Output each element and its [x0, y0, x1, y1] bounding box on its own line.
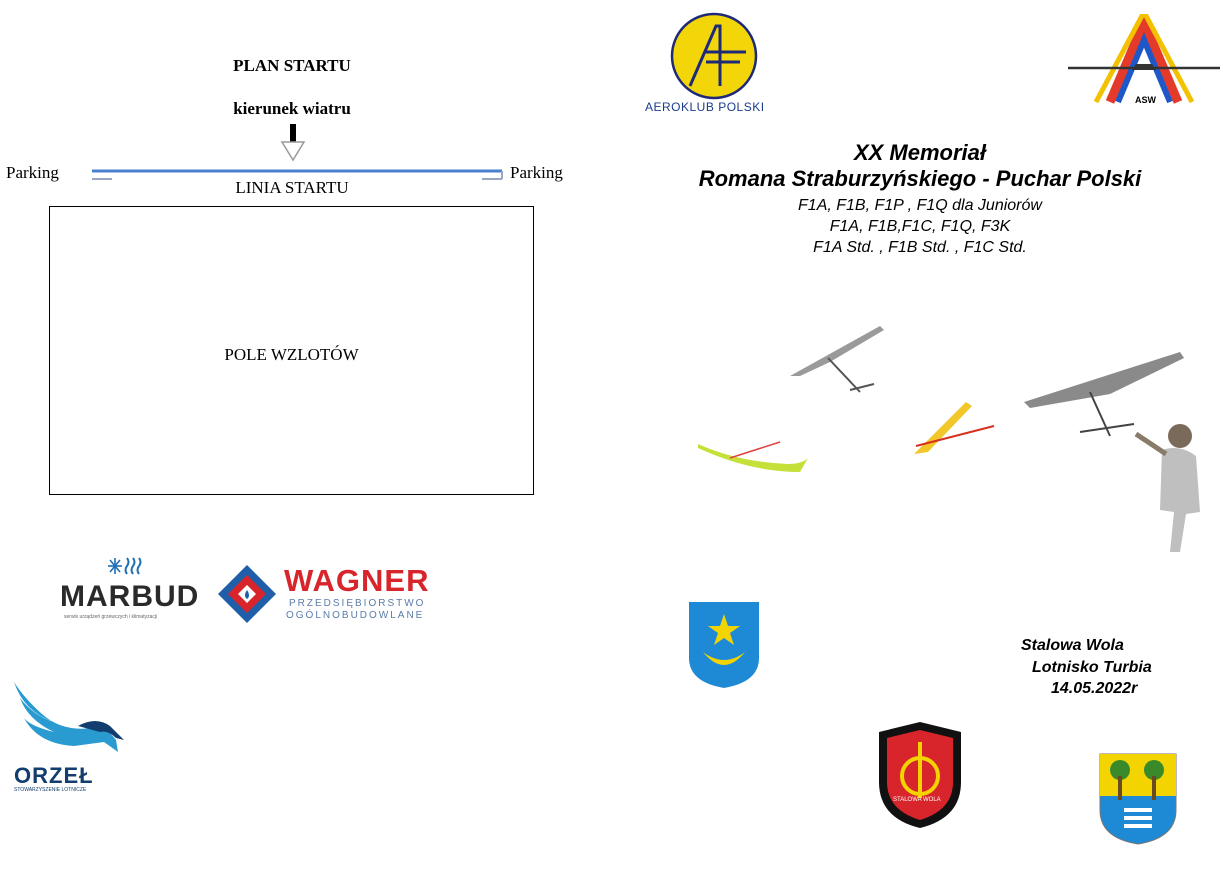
- event-classes-line2: F1A, F1B,F1C, F1Q, F3K: [829, 218, 1011, 235]
- event-date: 14.05.2022r: [1051, 680, 1138, 697]
- stalowa-wola-crest-caption: STALOWA WOLA: [893, 797, 941, 803]
- launch-field: POLE WZLOTÓW: [49, 206, 534, 495]
- wind-direction-label: kierunek wiatru: [233, 99, 351, 118]
- marbud-tagline: serwis urządzeń grzewczych i klimatyzacj…: [64, 614, 158, 620]
- plan-title: PLAN STARTU: [233, 56, 351, 75]
- county-crest-trees-icon: [1099, 753, 1177, 845]
- orzel-eagle-icon: [14, 682, 124, 752]
- asw-club-logo-icon: [1068, 14, 1220, 104]
- glider-thrower-icon: [1134, 424, 1200, 552]
- aeroklub-logo-text: AEROKLUB POLSKI: [645, 100, 765, 114]
- aeroklub-polski-logo-icon: [670, 12, 758, 100]
- glider-red-icon: [914, 402, 972, 454]
- parking-left-label: Parking: [6, 163, 59, 182]
- wagner-diamond-logo-icon: [218, 565, 276, 623]
- parking-right-label: Parking: [510, 163, 563, 182]
- event-title-line1: XX Memoriał: [853, 140, 987, 165]
- event-title-line2: Romana Straburzyńskiego - Puchar Polski: [698, 166, 1142, 191]
- event-place-airfield: Lotnisko Turbia: [1032, 659, 1152, 676]
- wagner-tagline-2: OGÓLNOBUDOWLANE: [286, 610, 425, 621]
- stalowa-wola-club-crest-icon: [879, 722, 961, 828]
- glider-grey-1-icon: [790, 326, 884, 376]
- glider-grey-2-icon: [1024, 352, 1184, 408]
- wagner-tagline-1: PRZEDSIĘBIORSTWO: [289, 598, 426, 609]
- launch-field-label: POLE WZLOTÓW: [224, 345, 359, 364]
- event-classes-line3: F1A Std. , F1B Std. , F1C Std.: [813, 239, 1027, 256]
- orzel-logo-text: ORZEŁ: [14, 763, 94, 788]
- marbud-snowflake-icon: [108, 557, 142, 575]
- city-crest-star-moon-icon: [689, 602, 759, 688]
- asw-logo-text: ASW: [1135, 95, 1156, 105]
- start-line: [92, 169, 503, 180]
- event-classes-line1: F1A, F1B, F1P , F1Q dla Juniorów: [798, 197, 1042, 214]
- model-gliders-illustration: [698, 326, 1200, 552]
- glider-green-icon: [698, 444, 808, 472]
- start-line-label: LINIA STARTU: [235, 178, 349, 197]
- wagner-logo-text: WAGNER: [284, 563, 430, 598]
- orzel-tagline: STOWARZYSZENIE LOTNICZE: [14, 787, 87, 793]
- marbud-logo-text: MARBUD: [60, 580, 200, 613]
- event-place-city: Stalowa Wola: [1021, 637, 1124, 654]
- wind-arrow-icon: [280, 124, 306, 162]
